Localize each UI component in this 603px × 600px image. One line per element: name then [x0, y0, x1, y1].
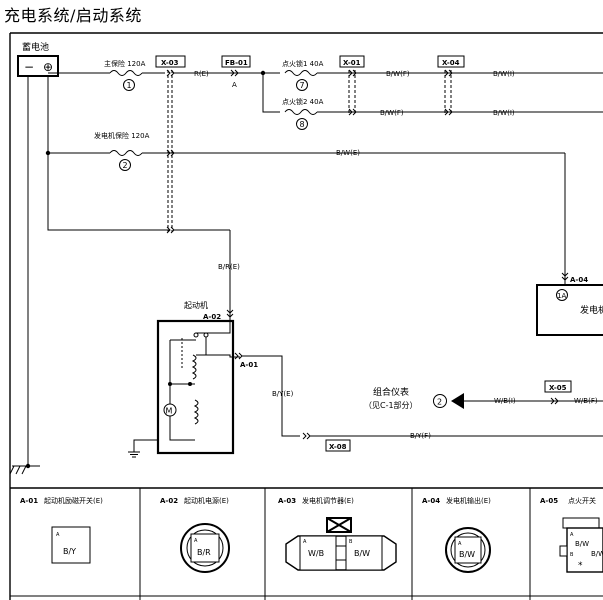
combination-meter: 组合仪表 （见C-1部分） 2 — [364, 386, 464, 410]
legend-code: A-01 — [20, 497, 38, 505]
alt-fuse-num: 2 — [123, 161, 128, 170]
connector-a01-label: A-01 — [240, 361, 258, 369]
legend-pin: B/W — [459, 550, 475, 559]
alt-fuse-label: 发电机保险 120A — [94, 131, 150, 140]
legend-code: A-04 — [422, 497, 440, 505]
legend-a03: A-03 发电机调节器(E) A B W/B B/W — [278, 496, 397, 571]
cluster-line1: 组合仪表 — [373, 386, 409, 398]
ign2-label: 点火锁2 40A — [282, 97, 324, 106]
legend-desc: 发电机调节器(E) — [302, 496, 354, 505]
connector-x08 — [325, 439, 351, 452]
wire-bwf2: B/W(F) — [380, 109, 404, 117]
wire-re: R(E) — [194, 70, 209, 78]
legend-pin: * — [578, 561, 583, 571]
ign2-num: 8 — [300, 120, 305, 129]
connector-x08-label: X-08 — [329, 443, 347, 451]
legend-desc: 起动机励磁开关(E) — [44, 496, 103, 505]
battery-plus: ⊕ — [43, 60, 53, 74]
legend-desc: 发电机输出(E) — [446, 496, 491, 505]
ignition-fuse-2: 点火锁2 40A 8 — [282, 97, 324, 130]
legend-pin: B/W — [354, 549, 370, 558]
battery: 蓄电池 − ⊕ — [17, 41, 59, 77]
wire-bwi1: B/W(I) — [493, 70, 515, 78]
arrow-icon — [451, 393, 464, 409]
connector-a02-label: A-02 — [203, 313, 221, 321]
connector-x05 — [544, 380, 572, 393]
svg-text:A: A — [570, 532, 574, 538]
starter-box — [156, 319, 235, 455]
svg-text:A: A — [303, 539, 307, 545]
page-title: 充电系统/启动系统 — [4, 6, 142, 25]
legend-a04: A-04 发电机输出(E) A B/W — [422, 496, 491, 573]
svg-text:A: A — [194, 538, 198, 544]
connector-x04 — [437, 55, 465, 68]
connector-legend: A-01 起动机励磁开关(E) A B/Y A-02 起动机电源(E) A B/… — [10, 488, 603, 600]
wire-wbi: W/B(I) — [494, 397, 516, 405]
svg-text:A: A — [458, 541, 462, 547]
main-fuse-num: 1 — [127, 81, 132, 90]
alternator: A-04 1A 发电机 — [536, 276, 603, 336]
starter-motor: M — [166, 407, 173, 416]
wire-a: A — [232, 81, 237, 89]
connector-x01 — [339, 55, 365, 68]
ign1-num: 7 — [300, 81, 305, 90]
svg-text:B: B — [570, 552, 574, 558]
cluster-pin: 2 — [437, 398, 442, 407]
connector-x05-label: X-05 — [549, 384, 567, 392]
wire-bwf1: B/W(F) — [386, 70, 410, 78]
svg-text:A: A — [56, 532, 60, 538]
legend-a05: A-05 点火开关 A B B/W B/W * — [540, 496, 603, 573]
legend-code: A-02 — [160, 497, 178, 505]
legend-a02: A-02 起动机电源(E) A B/R — [160, 496, 230, 573]
battery-label: 蓄电池 — [22, 41, 49, 53]
connector-x01-label: X-01 — [343, 59, 361, 67]
starter-label: 起动机 — [184, 300, 208, 310]
connector-x03 — [155, 55, 186, 68]
main-fuse-label: 主保险 120A — [104, 59, 146, 68]
alternator-box — [536, 284, 603, 336]
alternator-pin: 1A — [557, 292, 566, 300]
svg-text:B: B — [349, 539, 353, 545]
legend-code: A-05 — [540, 497, 558, 505]
cluster-line2: （见C-1部分） — [364, 400, 418, 410]
battery-box — [17, 55, 59, 77]
wire-bwe: B/W(E) — [336, 149, 360, 157]
connector-fb01-label: FB-01 — [225, 59, 248, 67]
wire-bye: B/Y(E) — [272, 390, 294, 398]
connector-x03-label: X-03 — [161, 59, 179, 67]
alternator-label: 发电机 — [580, 304, 603, 316]
legend-pin: W/B — [308, 549, 324, 558]
main-fuse: 主保险 120A 1 — [104, 59, 146, 91]
battery-minus: − — [24, 60, 34, 74]
connector-x04-label: X-04 — [442, 59, 460, 67]
legend-a01: A-01 起动机励磁开关(E) A B/Y — [20, 496, 103, 564]
starter: 起动机 A-02 M — [156, 300, 240, 455]
alternator-fuse: 发电机保险 120A 2 — [94, 131, 150, 171]
legend-pin: B/W — [591, 550, 603, 558]
legend-desc: 点火开关 — [568, 496, 596, 505]
ignition-fuse-1: 点火锁1 40A 7 — [282, 59, 324, 91]
legend-desc: 起动机电源(E) — [184, 496, 229, 505]
connector-a04-label: A-04 — [570, 276, 588, 284]
connector-fb01 — [221, 55, 251, 68]
wire-byf: B/Y(F) — [410, 432, 431, 440]
wire-bre: B/R(E) — [218, 263, 240, 271]
legend-pin: B/R — [197, 548, 211, 557]
ign1-label: 点火锁1 40A — [282, 59, 324, 68]
wire-bwi2: B/W(I) — [493, 109, 515, 117]
legend-code: A-03 — [278, 497, 296, 505]
legend-pin: B/W — [575, 540, 589, 548]
wire-wbf: W/B(F) — [574, 397, 598, 405]
legend-pin: B/Y — [63, 547, 76, 556]
